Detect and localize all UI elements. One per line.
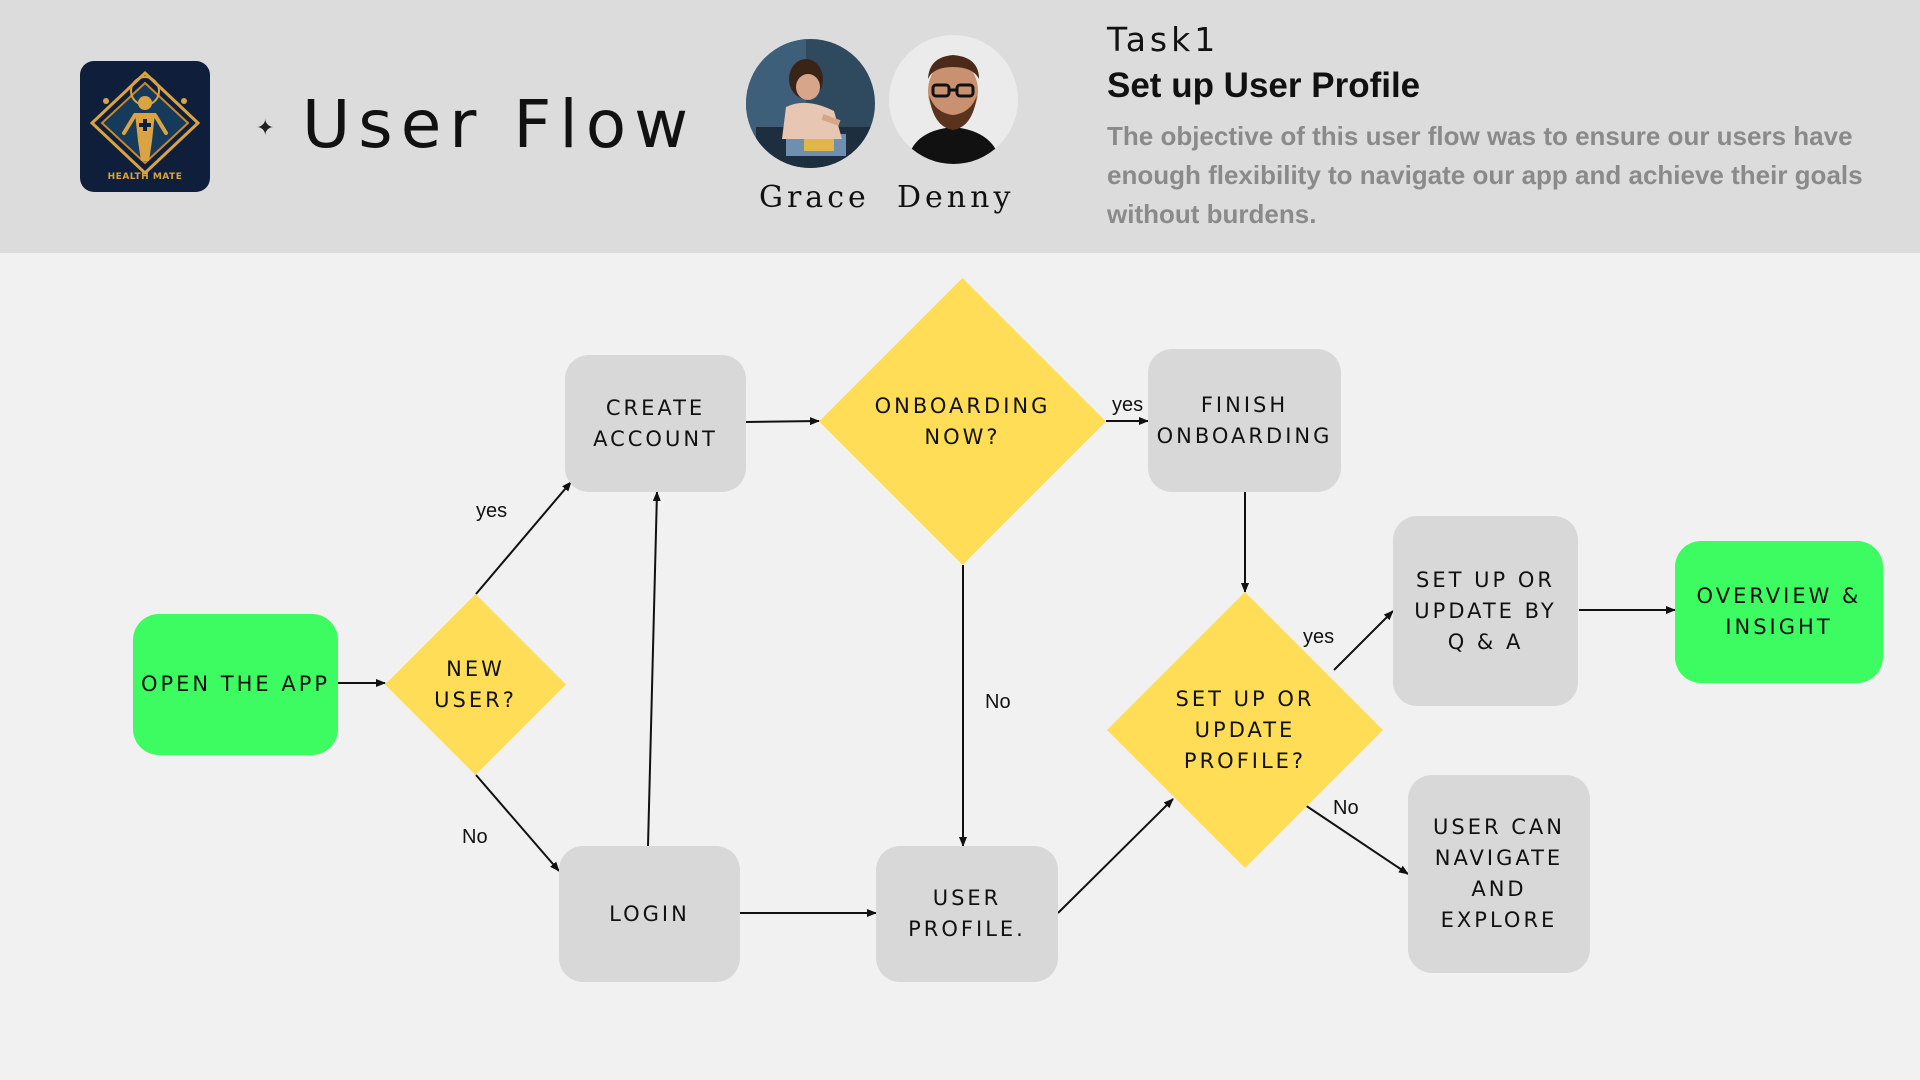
node-finish-onboarding: FINISH ONBOARDING bbox=[1148, 349, 1341, 492]
label-new-user-no: No bbox=[462, 826, 488, 848]
edge-setup-no-navigate bbox=[1301, 802, 1409, 875]
node-setup-by-qa: SET UP OR UPDATE BY Q & A bbox=[1393, 516, 1578, 706]
label-onboarding-no: No bbox=[985, 691, 1011, 713]
edge-newuser-yes-create bbox=[475, 481, 572, 595]
decision-onboarding-now-label: ONBOARDING NOW? bbox=[874, 393, 1051, 449]
edge-profile-to-setup bbox=[1057, 798, 1174, 914]
task-label: Task1 bbox=[1107, 20, 1220, 59]
avatar-denny bbox=[889, 35, 1018, 164]
node-navigate-explore: USER CAN NAVIGATE AND EXPLORE bbox=[1408, 775, 1590, 973]
decision-onboarding-now: ONBOARDING NOW? bbox=[819, 278, 1106, 565]
node-login: LOGIN bbox=[559, 846, 740, 982]
edge-create-to-onboarding bbox=[745, 417, 820, 426]
label-setup-no: No bbox=[1333, 797, 1359, 819]
member-name-denny: Denny bbox=[897, 180, 1015, 215]
label-setup-yes: yes bbox=[1303, 626, 1335, 648]
edge-setup-yes-qa bbox=[1333, 610, 1394, 671]
sparkle-icon: ✦ bbox=[256, 116, 275, 141]
app-logo: HEALTH MATE bbox=[80, 61, 210, 192]
edge-newuser-no-login bbox=[475, 774, 560, 872]
node-create-account: CREATE ACCOUNT bbox=[565, 355, 746, 492]
label-onboarding-yes: yes bbox=[1112, 394, 1144, 416]
label-new-user-yes: yes bbox=[476, 500, 508, 522]
logo-text: HEALTH MATE bbox=[107, 172, 183, 182]
decision-new-user: NEW USER? bbox=[385, 594, 566, 775]
node-open-the-app: OPEN THE APP bbox=[133, 614, 338, 755]
node-overview-insight: OVERVIEW & INSIGHT bbox=[1675, 541, 1883, 683]
decision-new-user-label: NEW USER? bbox=[434, 656, 517, 712]
health-mate-emblem-icon bbox=[89, 70, 201, 176]
page-title: User Flow bbox=[302, 86, 697, 163]
node-user-profile: USER PROFILE. bbox=[876, 846, 1058, 982]
decision-setup-profile-label: SET UP OR UPDATE PROFILE? bbox=[1175, 686, 1315, 773]
avatar-grace bbox=[746, 39, 875, 168]
decision-setup-profile: SET UP OR UPDATE PROFILE? bbox=[1107, 592, 1383, 868]
header-banner: HEALTH MATE ✦ User Flow Grace Denny bbox=[0, 0, 1920, 253]
task-description: The objective of this user flow was to e… bbox=[1107, 121, 1863, 229]
task-title: Set up User Profile bbox=[1107, 66, 1421, 105]
member-name-grace: Grace bbox=[759, 180, 870, 215]
edge-login-to-create bbox=[647, 491, 661, 847]
